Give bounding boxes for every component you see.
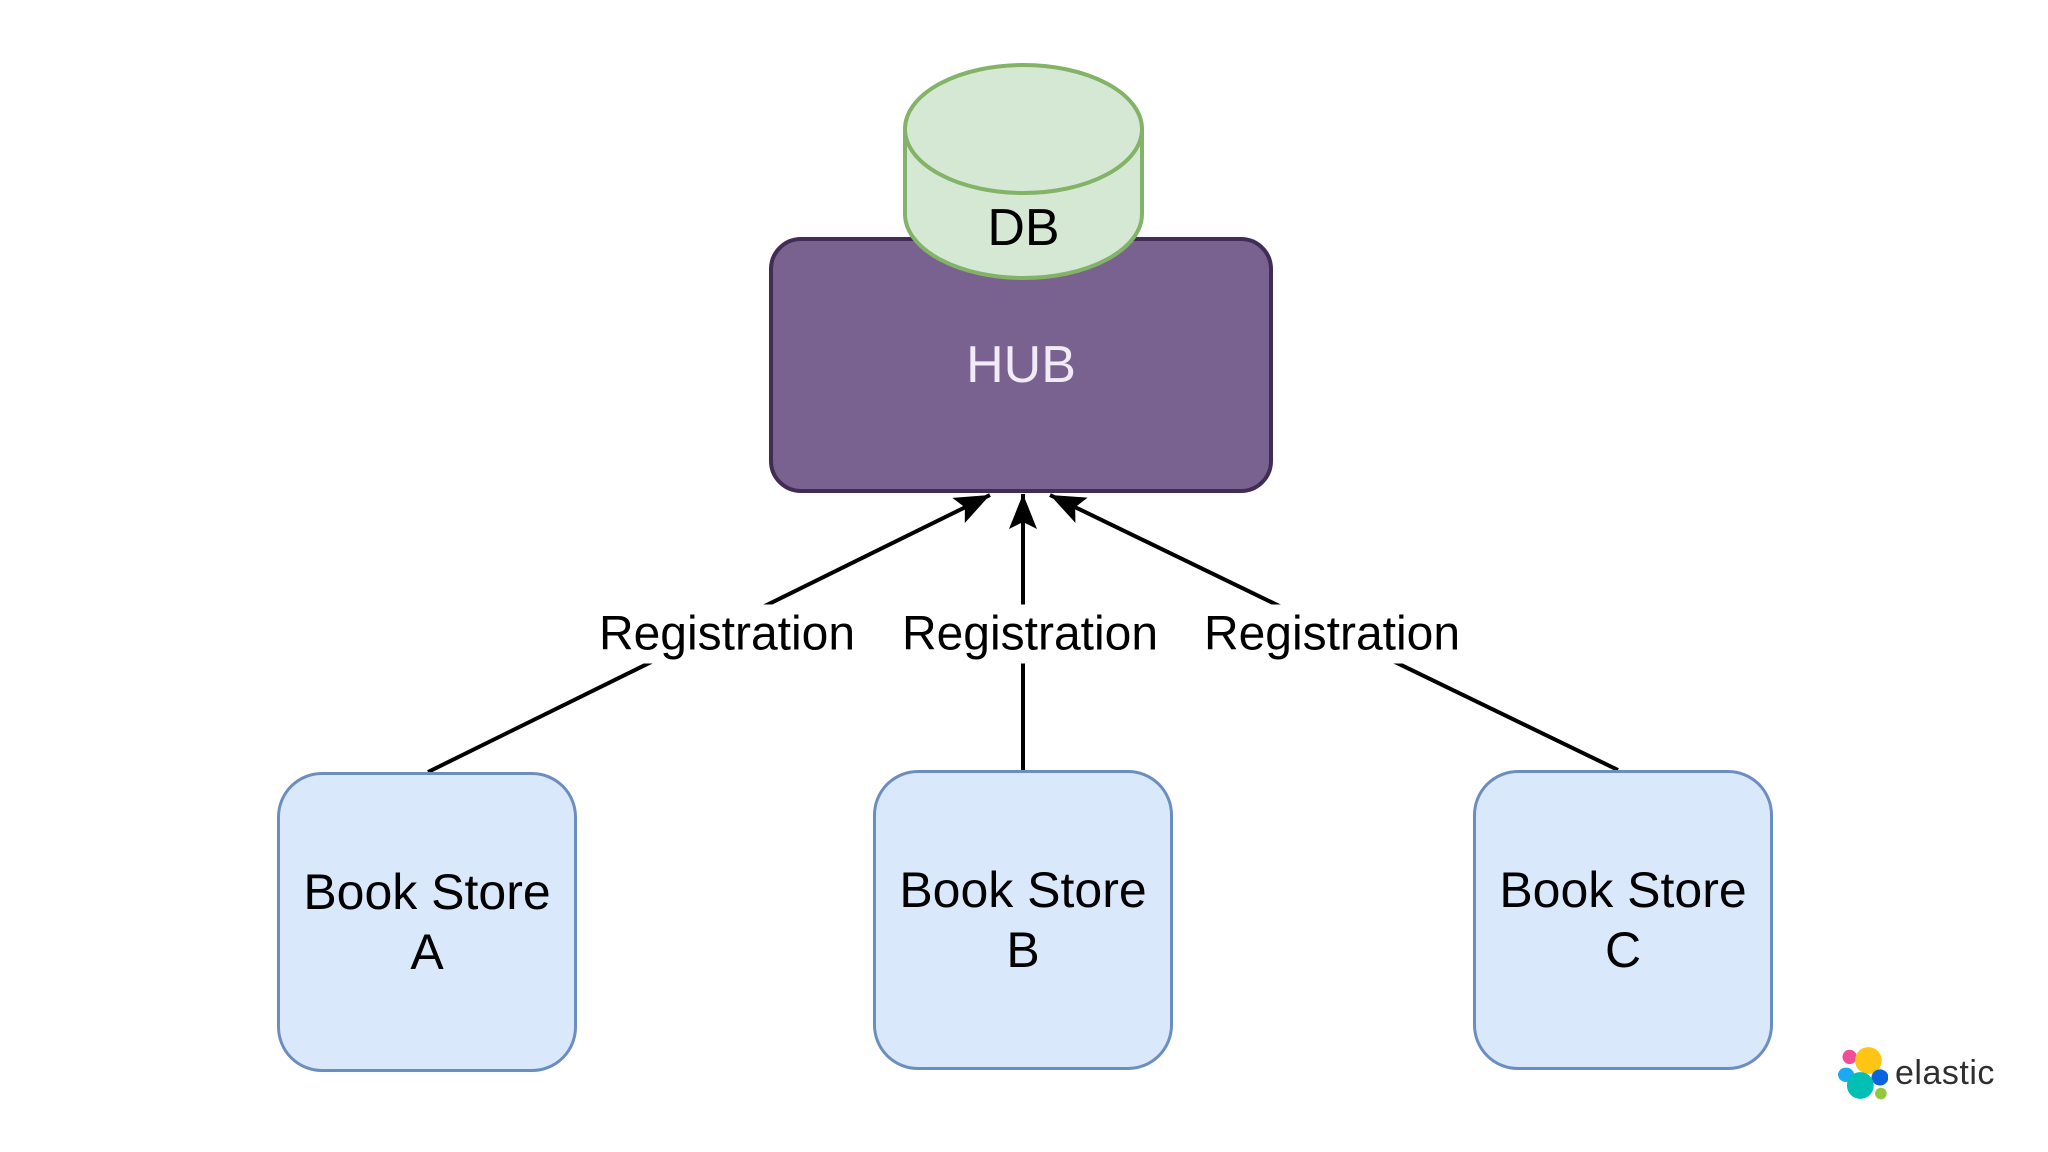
edge-label-registration-b: Registration [895,604,1165,664]
book-store-b-label-line1: Book Store [899,862,1147,918]
elastic-logo-teal-blob [1846,1072,1874,1099]
book-store-a-label-line2: A [410,924,444,980]
book-store-a-label-line1: Book Store [303,864,551,920]
elastic-logo-blue-blob [1871,1069,1888,1086]
book-store-c-label-line2: C [1604,922,1642,978]
elastic-logo-yellow-blob [1854,1047,1882,1074]
book-store-b-node: Book Store B [873,770,1173,1070]
edge-label-registration-c: Registration [1197,604,1467,664]
elastic-logo-icon [1838,1047,1888,1100]
elastic-logo-green-blob [1875,1087,1887,1100]
book-store-c-label-line1: Book Store [1499,862,1747,918]
elastic-wordmark: elastic [1895,1053,1995,1092]
hub-node: HUB [769,237,1273,493]
db-cylinder-top-ellipse [903,128,1144,195]
hub-label: HUB [966,336,1076,394]
elastic-logo-pink-blob [1842,1049,1857,1065]
book-store-c-node: Book Store C [1473,770,1773,1070]
edge-label-registration-a: Registration [592,604,862,664]
book-store-b-label-line2: B [1006,922,1040,978]
elastic-watermark: elastic [1838,1046,1995,1100]
db-label: DB [987,199,1060,257]
book-store-a-node: Book Store A [277,772,577,1072]
